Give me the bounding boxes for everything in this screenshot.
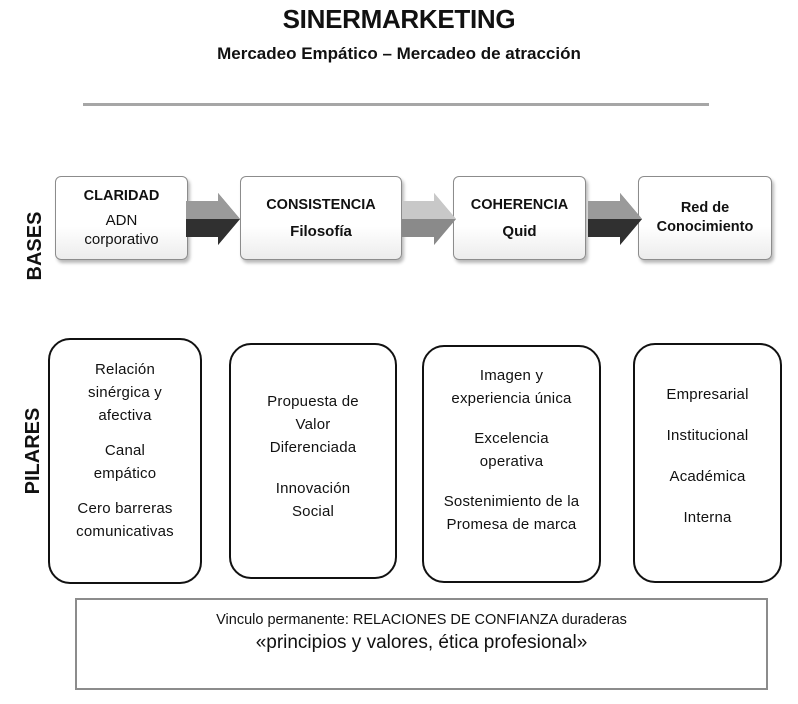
- pillar-item: Excelencia operativa: [474, 430, 549, 470]
- base-box-coherencia: COHERENCIA Quid: [453, 176, 586, 260]
- arrow-right-icon: [588, 193, 642, 245]
- pillar-item: Relación sinérgica y afectiva: [88, 361, 162, 424]
- pillar-column-1: Relación sinérgica y afectiva Canal empá…: [48, 338, 202, 584]
- diagram-subtitle: Mercadeo Empático – Mercadeo de atracció…: [217, 44, 581, 63]
- pillar-item: Cero barreras comunicativas: [76, 500, 174, 540]
- arrow-right-icon: [402, 193, 456, 245]
- pillar-item: Propuesta de Valor Diferenciada: [267, 393, 359, 456]
- trust-relationship-box: Vinculo permanente: RELACIONES DE CONFIA…: [75, 598, 768, 690]
- base-box-subtitle: ADN corporativo: [84, 212, 159, 248]
- pilares-label: PILARES: [22, 407, 44, 495]
- base-box-title: CONSISTENCIA: [266, 196, 376, 213]
- pillar-column-3: Imagen y experiencia única Excelencia op…: [422, 345, 601, 583]
- pillar-item: Académica: [669, 468, 746, 485]
- pillar-item: Canal empático: [93, 442, 157, 482]
- base-box-title: Red de Conocimiento: [656, 200, 754, 235]
- pillar-column-2: Propuesta de Valor Diferenciada Innovaci…: [229, 343, 397, 579]
- base-box-consistencia: CONSISTENCIA Filosofía: [240, 176, 402, 260]
- diagram-title: SINERMARKETING: [282, 4, 516, 34]
- pillar-item: Empresarial: [666, 386, 749, 403]
- base-box-claridad: CLARIDAD ADN corporativo: [55, 176, 188, 260]
- base-box-title: COHERENCIA: [470, 196, 569, 213]
- base-box-red-de-conocimiento: Red de Conocimiento: [638, 176, 772, 260]
- base-box-title: CLARIDAD: [83, 188, 160, 204]
- bases-label: BASES: [24, 211, 46, 281]
- pillar-item: Imagen y experiencia única: [451, 367, 572, 407]
- base-box-subtitle: Filosofía: [290, 222, 352, 240]
- divider-line: [83, 103, 709, 106]
- pillar-column-4: Empresarial Institucional Académica Inte…: [633, 343, 782, 583]
- pillar-item: Sostenimiento de la Promesa de marca: [443, 493, 580, 533]
- principles-values-text: «principios y valores, ética profesional…: [255, 632, 588, 653]
- pillar-item: Institucional: [666, 427, 749, 444]
- pillar-item: Innovación Social: [275, 480, 351, 520]
- trust-relationship-text: Vinculo permanente: RELACIONES DE CONFIA…: [216, 612, 627, 628]
- pillar-item: Interna: [683, 509, 732, 526]
- base-box-subtitle: Quid: [502, 222, 537, 240]
- arrow-right-icon: [186, 193, 240, 245]
